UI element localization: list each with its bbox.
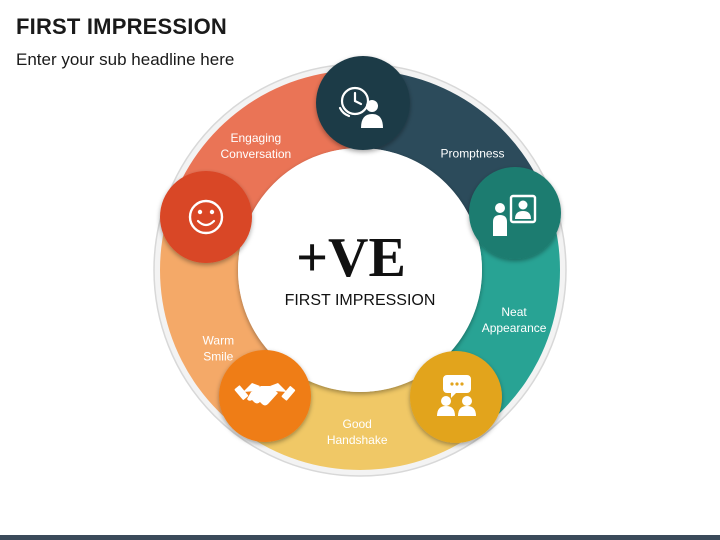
- portrait-person-icon: [493, 194, 537, 236]
- handshake-icon: [234, 383, 296, 406]
- speech-bubble-people-icon: [437, 375, 476, 416]
- clock-person-icon: [338, 86, 370, 118]
- center-disc: [238, 148, 482, 392]
- smiley-face-icon: [188, 199, 224, 235]
- node-neat-appearance: [469, 167, 561, 259]
- page-subtitle: Enter your sub headline here: [16, 50, 235, 69]
- bottom-bar: [0, 535, 720, 540]
- center-sub-text: FIRST IMPRESSION: [285, 292, 436, 309]
- node-smile: [160, 171, 252, 263]
- node-conversation-people: [410, 351, 502, 443]
- segment-label-0: Promptness: [441, 146, 505, 160]
- center-main-text: +VE: [296, 227, 406, 289]
- icon-nodes: [160, 56, 561, 443]
- node-promptness: [316, 56, 410, 150]
- node-handshake: [219, 350, 311, 442]
- page-title: FIRST IMPRESSION: [16, 14, 227, 39]
